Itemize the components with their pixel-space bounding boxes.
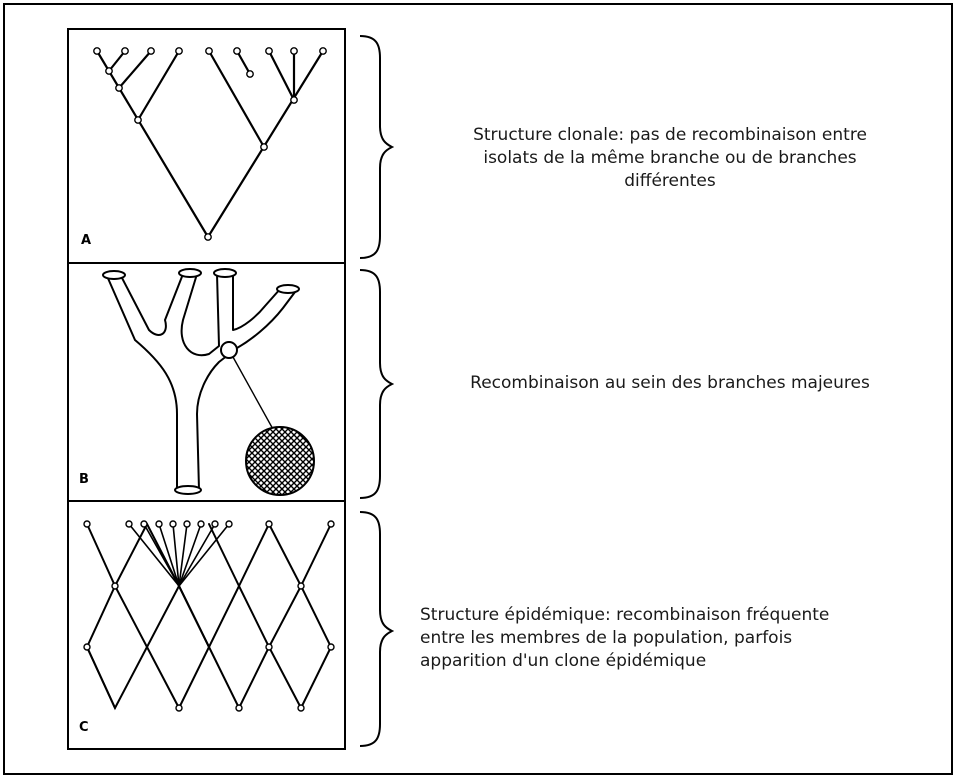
network-lattice-diagram <box>83 520 335 712</box>
caption-c-line-2: entre les membres de la population, parf… <box>420 628 793 648</box>
panel-c-network: C <box>67 500 346 750</box>
clonal-tree-diagram <box>93 47 327 241</box>
tree-nodes <box>93 47 327 241</box>
zoom-line <box>232 356 280 441</box>
caption-b-line-1: Recombinaison au sein des branches majeu… <box>470 373 870 393</box>
panel-label-c: C <box>79 720 89 735</box>
figure-frame <box>3 3 953 775</box>
caption-a-line-1: Structure clonale: pas de recombinaison … <box>473 125 867 145</box>
caption-epidemic-structure: Structure épidémique: recombinaison fréq… <box>420 604 950 673</box>
panel-label-a: A <box>81 233 92 248</box>
caption-a-line-3: différentes <box>624 171 716 191</box>
tube-tree-diagram <box>102 268 315 496</box>
brace-a <box>359 35 394 259</box>
caption-c-line-3: apparition d'un clone épidémique <box>420 651 707 671</box>
caption-c-line-1: Structure épidémique: recombinaison fréq… <box>420 605 830 625</box>
brace-b <box>359 269 394 499</box>
recombination-zoom-circle <box>245 426 315 496</box>
panel-label-b: B <box>79 472 89 487</box>
brace-c <box>359 511 394 747</box>
caption-a-line-2: isolats de la même branche ou de branche… <box>483 148 857 168</box>
caption-clonal-structure: Structure clonale: pas de recombinaison … <box>400 124 940 193</box>
panel-a-clonal-tree: A <box>67 28 346 264</box>
network-nodes <box>83 520 335 712</box>
panel-b-recombination-tree: B <box>67 262 346 502</box>
caption-major-branch-recombination: Recombinaison au sein des branches majeu… <box>400 372 940 395</box>
